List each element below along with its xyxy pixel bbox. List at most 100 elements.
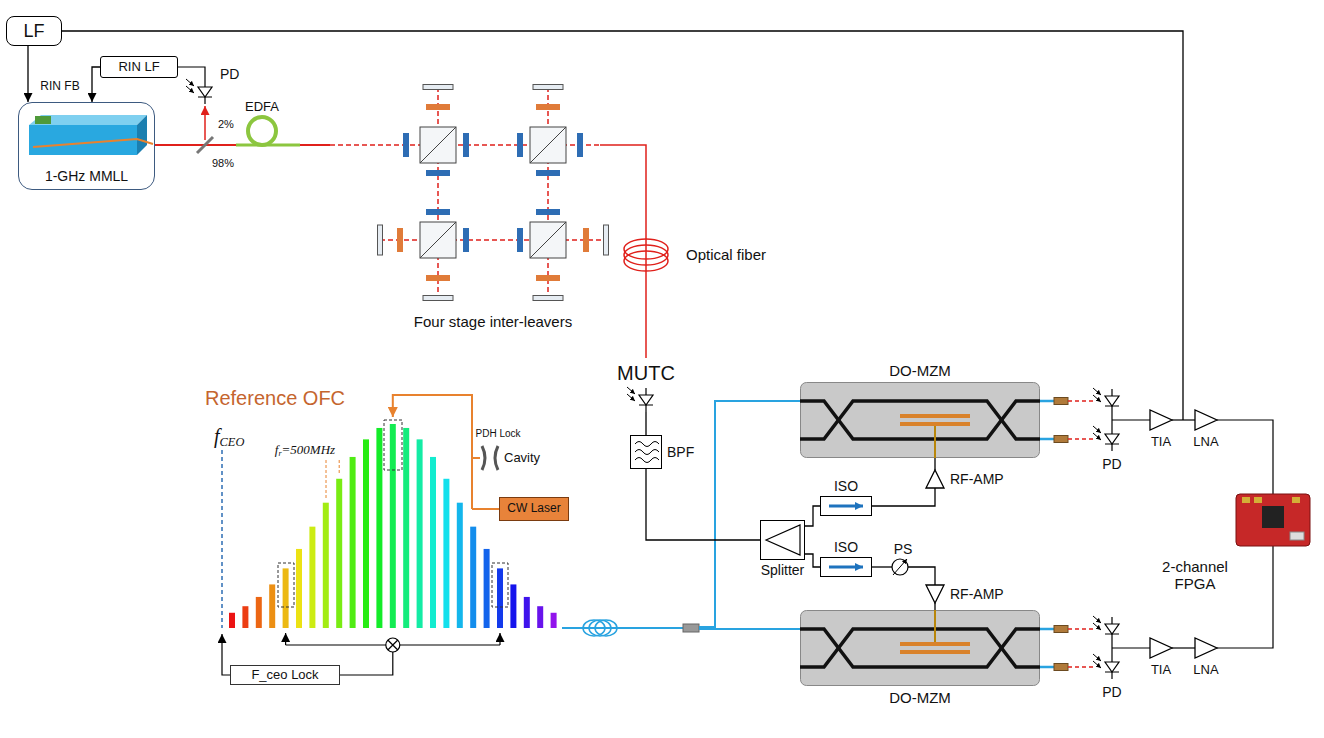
label-anchor: fCEO	[214, 425, 244, 448]
comb-line	[269, 584, 275, 628]
beam-splitter-cube	[420, 127, 456, 163]
fpga-board	[1236, 494, 1310, 546]
wire	[934, 603, 935, 610]
comb-line	[430, 457, 436, 628]
light-arrow	[1093, 388, 1101, 395]
isolator-box: ISO	[820, 557, 872, 577]
label-anchor: PS	[894, 541, 913, 557]
beam	[1068, 666, 1096, 668]
wire	[1112, 419, 1150, 420]
light-arrow	[627, 387, 635, 394]
wire	[285, 633, 286, 645]
comb-line	[551, 613, 557, 628]
node-art	[800, 382, 1040, 458]
fiber-coil	[589, 620, 611, 636]
wire	[1112, 647, 1150, 648]
node-text: RIN LF	[118, 60, 159, 75]
electrode	[900, 422, 970, 426]
wire	[872, 566, 892, 567]
phase-shifter	[892, 559, 908, 575]
selection-box	[492, 563, 508, 607]
wire	[340, 652, 393, 675]
text-anchor: DO-MZM	[780, 362, 1060, 379]
wire	[1172, 419, 1195, 420]
wire	[934, 458, 935, 470]
waveplate	[536, 170, 560, 176]
beam-splitter-cube	[530, 222, 566, 258]
mixer-symbol	[386, 638, 400, 652]
node-text: ISO	[801, 478, 891, 494]
node-art	[821, 558, 873, 578]
label: MUTC	[617, 362, 675, 385]
label-anchor: MUTC	[617, 362, 675, 385]
beam	[1068, 628, 1096, 630]
node-text: DO-MZM	[780, 689, 1060, 706]
node-text: CW Laser	[507, 502, 560, 516]
light-arrow	[186, 79, 194, 86]
label-anchor: PD	[1102, 456, 1121, 472]
selection-box	[384, 420, 402, 470]
signal-wire	[805, 554, 820, 567]
beam-splitter-cube	[530, 127, 566, 163]
connector	[1254, 497, 1262, 503]
fiber-amplifier	[248, 117, 276, 145]
ceo-line	[221, 450, 223, 628]
control-box: RIN LF	[100, 56, 178, 78]
photodiode	[186, 79, 212, 104]
label-anchor: 98%	[212, 157, 234, 170]
wire	[222, 634, 230, 675]
amplifier-symbol	[1195, 638, 1217, 658]
wire	[908, 567, 935, 585]
label-anchor: Cavity	[504, 451, 540, 466]
isolator-arrow	[829, 505, 863, 508]
beam-splitter-cube	[420, 127, 456, 163]
comb-line	[457, 503, 463, 628]
text-anchor: BPF	[667, 444, 694, 460]
fiber-connector	[1054, 626, 1068, 633]
mirror	[533, 85, 563, 90]
waveplate	[517, 133, 523, 157]
label: fCEO	[214, 425, 244, 448]
label: 2-channel FPGA	[1155, 558, 1235, 593]
photodiode-body	[639, 395, 653, 405]
signal-wire	[27, 46, 28, 102]
light-arrow	[186, 86, 194, 93]
waveguide	[800, 629, 1040, 667]
modulator: DO-MZM	[800, 610, 1040, 686]
comb-line	[484, 549, 490, 628]
electrode	[900, 414, 970, 418]
photodiode	[627, 387, 653, 412]
waveguide	[800, 629, 1040, 667]
leader	[339, 460, 340, 475]
label-anchor: PDH Lock	[475, 428, 520, 440]
beam	[380, 239, 606, 241]
mirror	[378, 225, 383, 255]
text-anchor: DO-MZM	[780, 689, 1060, 706]
label-anchor: RIN FB	[40, 80, 79, 94]
label-anchor: Optical fiber	[686, 246, 766, 263]
chip-side	[137, 115, 147, 155]
label: RF-AMP	[950, 471, 1004, 487]
comb-line	[336, 479, 342, 628]
waveplate	[426, 170, 450, 176]
waveplate	[403, 133, 409, 157]
beam	[547, 87, 549, 298]
amplifier-symbol	[926, 470, 944, 488]
label-anchor: 2-channel FPGA	[1155, 558, 1235, 593]
photodiode-leads	[1105, 617, 1119, 641]
comb-lines	[229, 424, 557, 628]
node-text: DO-MZM	[780, 362, 1060, 379]
photodiode-body	[1105, 662, 1119, 672]
mixer-symbol	[388, 640, 398, 650]
modulator: DO-MZM	[800, 382, 1040, 458]
photodiode-leads	[1105, 655, 1119, 679]
isolator-arrow	[829, 566, 863, 569]
label: LNA	[1193, 663, 1218, 678]
comb-line	[376, 428, 382, 628]
mirror	[423, 85, 453, 90]
waveplate	[536, 104, 560, 110]
label: TIA	[1151, 435, 1171, 450]
output-fiber	[1040, 666, 1054, 669]
wire	[1172, 647, 1195, 648]
